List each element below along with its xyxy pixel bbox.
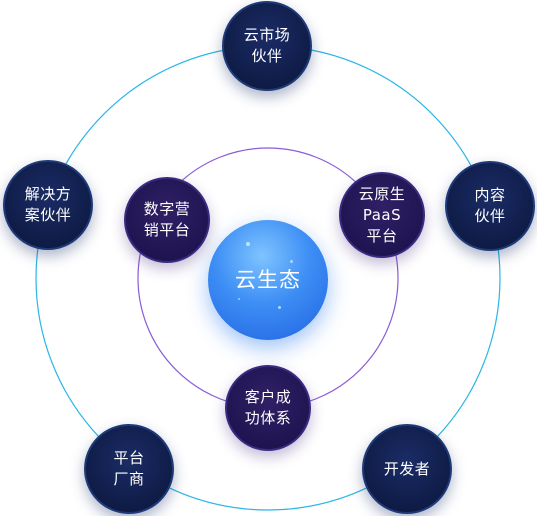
inner-node-label: 数字营 销平台 xyxy=(143,200,191,239)
center-node: 云生态 xyxy=(208,220,328,340)
inner-node-label: 云原生 PaaS 平台 xyxy=(358,184,406,245)
outer-node-label: 解决方 案伙伴 xyxy=(24,185,72,224)
inner-node-customer-success[interactable]: 客户成 功体系 xyxy=(225,365,311,451)
outer-node-cloud-market-partner[interactable]: 云市场 伙伴 xyxy=(222,1,312,91)
outer-node-label: 内容 伙伴 xyxy=(474,186,506,225)
outer-node-label: 云市场 伙伴 xyxy=(243,26,291,65)
inner-node-cloud-native-paas[interactable]: 云原生 PaaS 平台 xyxy=(339,172,425,258)
sparkle-dot xyxy=(246,242,250,246)
outer-node-solution-partner[interactable]: 解决方 案伙伴 xyxy=(3,160,93,250)
inner-node-digital-marketing[interactable]: 数字营 销平台 xyxy=(124,177,210,263)
sparkle-dot xyxy=(278,306,281,309)
sparkle-dot xyxy=(238,298,240,300)
outer-node-label: 平台 厂商 xyxy=(113,449,145,488)
outer-node-platform-vendor[interactable]: 平台 厂商 xyxy=(84,424,174,514)
sparkle-dot xyxy=(290,260,293,263)
outer-node-label: 开发者 xyxy=(383,459,431,478)
outer-node-content-partner[interactable]: 内容 伙伴 xyxy=(445,161,535,251)
center-label: 云生态 xyxy=(235,268,301,292)
inner-node-label: 客户成 功体系 xyxy=(244,388,292,427)
outer-node-developer[interactable]: 开发者 xyxy=(362,424,452,514)
